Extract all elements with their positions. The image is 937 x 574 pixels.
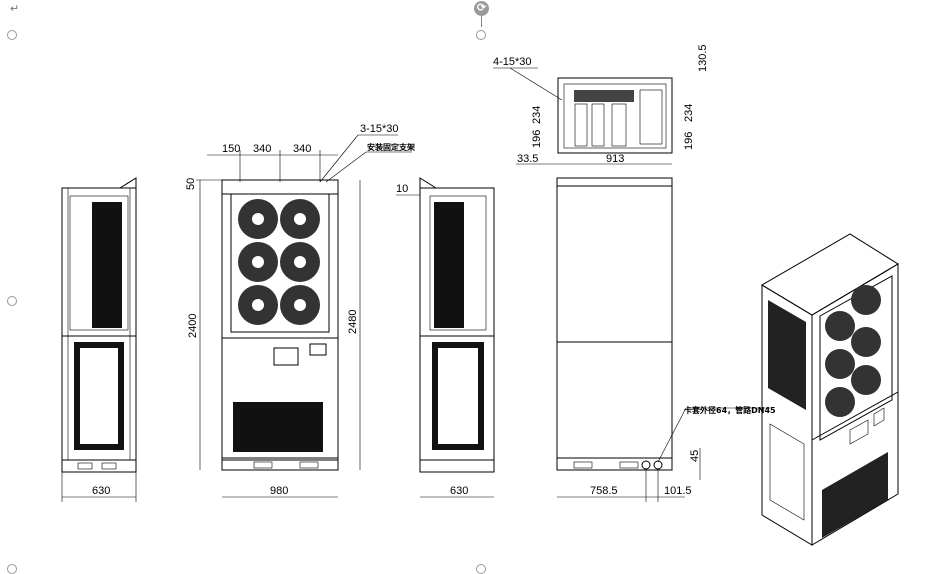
resize-handle-top-left[interactable] bbox=[7, 30, 17, 40]
hole-note-label: 安装固定支架 bbox=[367, 142, 415, 152]
edge-offset-dimension: 33.5 bbox=[517, 153, 538, 165]
base-offset-dimension: 45 bbox=[689, 450, 701, 462]
resize-handle-top-center[interactable] bbox=[476, 30, 486, 40]
right-width-dimension: 630 bbox=[450, 485, 468, 497]
front-view: 150 340 340 3-15*30 安装固定支架 50 2400 2480 … bbox=[185, 123, 415, 498]
top-left-dim-2: 196 bbox=[531, 130, 543, 148]
resize-handle-middle-left[interactable] bbox=[7, 296, 17, 306]
top-right-dim-3: 196 bbox=[683, 132, 695, 150]
rotate-handle-icon[interactable]: ⟳ bbox=[474, 1, 489, 16]
top-hole-spec-label: 4-15*30 bbox=[493, 56, 532, 68]
isometric-view bbox=[761, 233, 899, 546]
total-height-dimension: 2480 bbox=[347, 310, 359, 334]
pipe-note-label: 卡套外径64，管路DN45 bbox=[684, 405, 776, 415]
hole-spacing-1: 150 bbox=[222, 143, 240, 155]
top-view: 4-15*30 234 196 130.5 234 196 33.5 913 bbox=[493, 44, 709, 165]
left-side-view: 630 bbox=[61, 177, 137, 502]
top-offset-dimension: 50 bbox=[185, 178, 197, 190]
front-width-dimension: 980 bbox=[270, 485, 288, 497]
rotate-handle-stem bbox=[481, 16, 482, 27]
paragraph-mark: ↵ bbox=[10, 3, 20, 15]
hole-spacing-2: 340 bbox=[253, 143, 271, 155]
left-width-dimension: 630 bbox=[92, 485, 110, 497]
fan-grid bbox=[238, 199, 320, 325]
rear-width-left-dimension: 758.5 bbox=[590, 485, 618, 497]
top-right-dim-2: 234 bbox=[683, 104, 695, 122]
top-left-dim-1: 234 bbox=[531, 106, 543, 124]
top-width-dimension: 913 bbox=[606, 153, 624, 165]
side-offset-dimension: 10 bbox=[396, 183, 408, 195]
height-dimension: 2400 bbox=[187, 314, 199, 338]
right-side-view: 10 630 bbox=[396, 177, 495, 498]
hole-spec-label: 3-15*30 bbox=[360, 123, 399, 135]
hole-spacing-3: 340 bbox=[293, 143, 311, 155]
top-right-dim-1: 130.5 bbox=[697, 44, 709, 72]
rear-width-right-dimension: 101.5 bbox=[664, 485, 692, 497]
rear-view: 卡套外径64，管路DN45 45 758.5 101.5 bbox=[556, 177, 776, 502]
